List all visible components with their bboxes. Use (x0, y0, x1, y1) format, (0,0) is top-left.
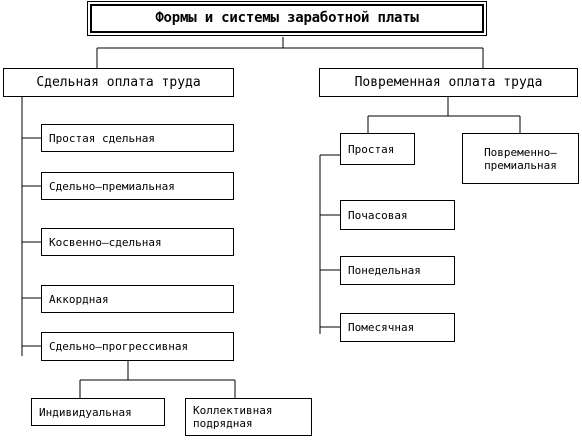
piece-bonus-box: Сдельно–премиальная (41, 172, 234, 200)
root-title-box: Формы и системы заработной платы (87, 1, 487, 36)
lump-sum-box: Аккордная (41, 285, 234, 313)
weekly-box: Понедельная (340, 256, 455, 285)
monthly-box: Помесячная (340, 313, 455, 342)
piece-progressive-box: Сдельно–прогрессивная (41, 332, 234, 361)
piece-rate-box: Сдельная оплата труда (3, 68, 234, 97)
individual-box: Индивидуальная (31, 398, 165, 426)
collective-contract-box: Коллективная подрядная (185, 398, 312, 436)
simple-time-box: Простая (340, 133, 415, 165)
time-based-box: Повременная оплата труда (319, 68, 578, 97)
indirect-piece-box: Косвенно–сдельная (41, 228, 234, 256)
hourly-box: Почасовая (340, 200, 455, 230)
time-bonus-box: Повременно– премиальная (462, 133, 579, 184)
simple-piece-box: Простая сдельная (41, 124, 234, 152)
